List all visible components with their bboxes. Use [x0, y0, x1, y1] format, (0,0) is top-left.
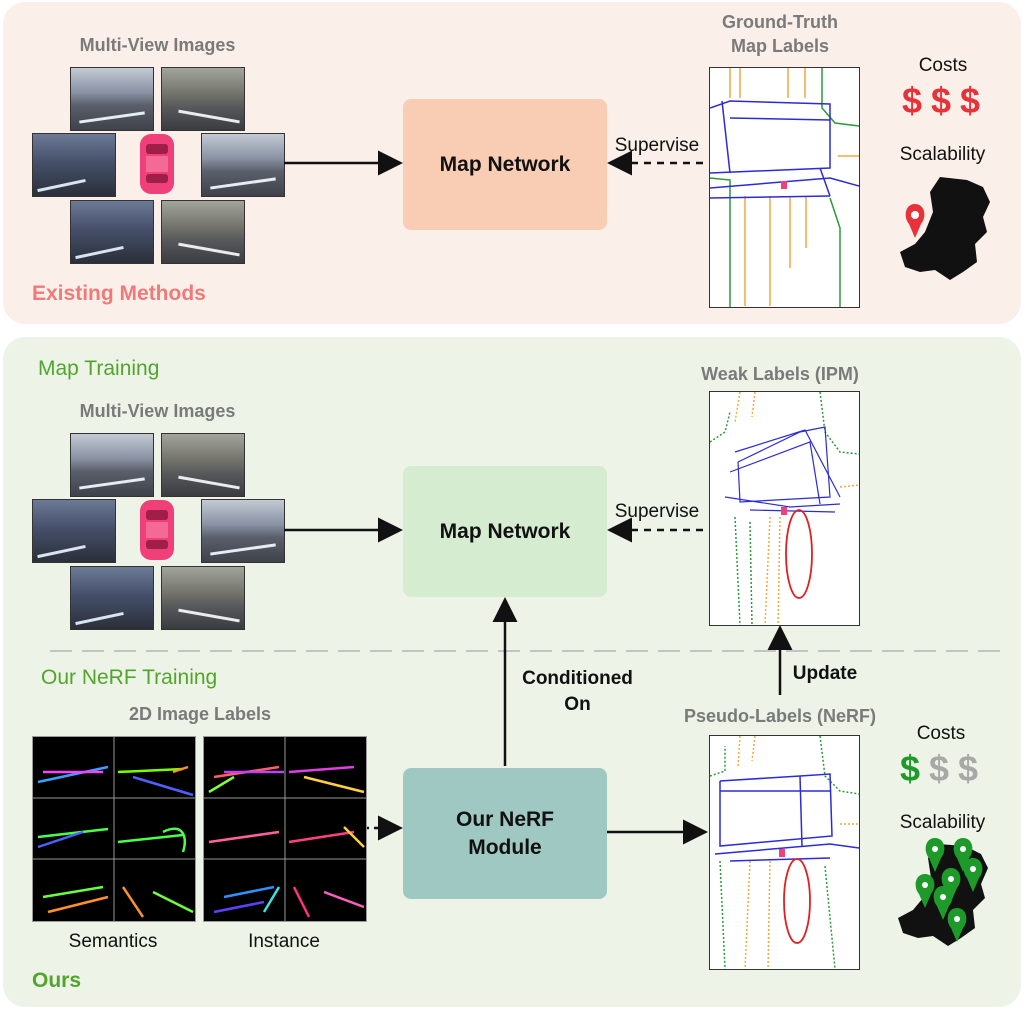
conditioned-line2: On [564, 694, 591, 715]
instance-label: Instance [248, 931, 320, 952]
multiview-images-label-top: Multi-View Images [79, 35, 236, 55]
nerf-line2: Module [468, 835, 542, 859]
cost-dollar-1-top: $ [902, 80, 923, 121]
camera-image-right-bottom [201, 499, 285, 563]
map-training-label: Map Training [38, 357, 160, 380]
update-label: Update [792, 663, 858, 684]
camera-image-front-left-bottom [70, 433, 154, 497]
ground-truth-line1: Ground-Truth [722, 12, 838, 32]
camera-image-back-right [161, 200, 245, 264]
ground-truth-map [709, 67, 860, 308]
cost-dollar-3-bottom: $ [958, 748, 979, 789]
camera-image-front-right-bottom [161, 433, 245, 497]
camera-image-front-right [161, 67, 245, 131]
scalability-map-icon-top [900, 177, 990, 280]
costs-label-top: Costs [918, 55, 968, 76]
ground-truth-line2: Map Labels [730, 36, 830, 56]
costs-label-bottom: Costs [916, 723, 966, 744]
ours-label: Ours [32, 969, 82, 992]
conditioned-on-label: Conditioned On [495, 666, 660, 718]
map-network-box-bottom: Map Network [403, 466, 607, 597]
nerf-line1: Our NeRF [455, 807, 554, 831]
camera-image-left-bottom [32, 499, 116, 563]
image-labels-label: 2D Image Labels [128, 704, 272, 724]
pseudo-labels-map [709, 735, 860, 970]
scalability-label-bottom: Scalability [899, 812, 986, 833]
map-network-box-top: Map Network [403, 99, 607, 230]
semantics-label: Semantics [68, 931, 158, 952]
scalability-label-top: Scalability [899, 144, 986, 165]
nerf-training-label: Our NeRF Training [41, 666, 218, 689]
cost-dollar-2-bottom: $ [929, 748, 950, 789]
camera-image-left [32, 133, 116, 197]
pseudo-labels-label: Pseudo-Labels (NeRF) [683, 706, 877, 726]
car-icon-bottom [140, 500, 174, 560]
ground-truth-label: Ground-Truth Map Labels [690, 10, 870, 58]
camera-image-back-right-bottom [161, 566, 245, 630]
conditioned-line1: Conditioned [522, 668, 633, 689]
cost-dollar-2-top: $ [931, 80, 952, 121]
camera-image-right [201, 133, 285, 197]
supervise-label-top: Supervise [614, 135, 700, 156]
existing-methods-label: Existing Methods [32, 282, 206, 305]
cost-dollar-3-top: $ [960, 80, 981, 121]
car-icon [140, 134, 174, 194]
weak-labels-label: Weak Labels (IPM) [701, 364, 859, 384]
scalability-map-icon-bottom [898, 838, 988, 946]
camera-image-back-left-bottom [70, 566, 154, 630]
instance-grid [203, 736, 367, 922]
multiview-images-label-bottom: Multi-View Images [79, 401, 236, 421]
weak-labels-map [709, 391, 860, 626]
cost-dollar-1-bottom: $ [900, 748, 921, 789]
nerf-module-box: Our NeRF Module [403, 768, 607, 899]
semantics-grid [32, 736, 196, 922]
supervise-label-bottom: Supervise [614, 501, 700, 522]
camera-image-front-left [70, 67, 154, 131]
camera-image-back-left [70, 200, 154, 264]
